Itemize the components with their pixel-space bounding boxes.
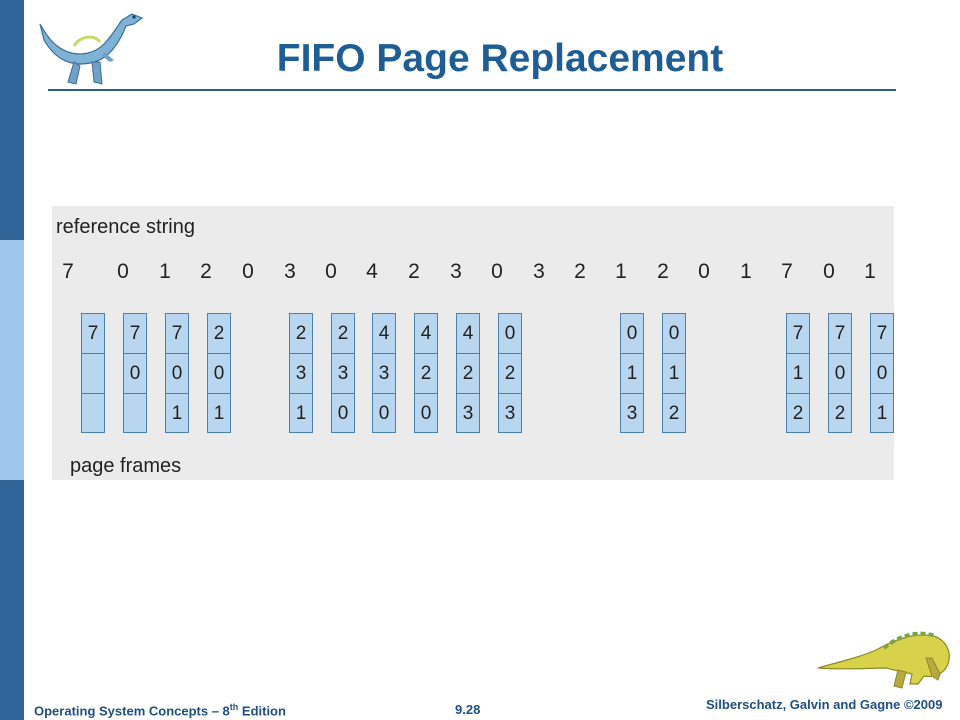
page-frame-cell: 7 <box>871 314 893 354</box>
reference-number: 7 <box>781 260 793 283</box>
page-frame-cell: 7 <box>166 314 188 354</box>
footer-page-number: 9.28 <box>455 702 481 717</box>
page-frame-cell <box>124 394 146 434</box>
sidebar-stripe-middle <box>0 240 24 480</box>
page-frame-cell: 7 <box>124 314 146 354</box>
sidebar-stripe-bottom <box>0 480 24 720</box>
page-frame-cell: 7 <box>787 314 809 354</box>
page-frame-cell: 2 <box>499 354 521 394</box>
dinosaur-icon-bottom <box>817 631 950 689</box>
page-frame-cell: 7 <box>82 314 104 354</box>
reference-number: 1 <box>864 260 876 283</box>
page-frame-cell: 0 <box>124 354 146 394</box>
page-frame-cell: 0 <box>871 354 893 394</box>
reference-number: 2 <box>657 260 669 283</box>
page-frame-cell: 2 <box>208 314 230 354</box>
page-frame-cell: 7 <box>829 314 851 354</box>
page-frame-cell: 1 <box>876 403 888 424</box>
page-frame-cell: 2 <box>457 354 479 394</box>
reference-number: 2 <box>200 260 212 283</box>
sidebar-stripe-top <box>0 0 24 240</box>
page-frames-label: page frames <box>70 455 182 477</box>
reference-number: 1 <box>615 260 627 283</box>
reference-number: 0 <box>242 260 254 283</box>
reference-number: 3 <box>533 260 545 283</box>
page-frame-cell: 3 <box>290 354 312 394</box>
reference-number: 0 <box>325 260 337 283</box>
page-frame-cell: 2 <box>415 354 437 394</box>
page-frame-cell: 1 <box>787 354 809 394</box>
reference-number: 2 <box>408 260 420 283</box>
reference-string-label: reference string <box>56 216 195 238</box>
reference-number: 1 <box>740 260 752 283</box>
reference-number: 7 <box>62 260 74 283</box>
page-frame-cell: 4 <box>415 314 437 354</box>
page-frame-column: 7 <box>81 313 105 433</box>
page-frame-cell: 2 <box>668 403 680 424</box>
page-frame-cell: 1 <box>171 403 183 424</box>
page-frame-cell: 1 <box>663 354 685 394</box>
page-frame-cell: 3 <box>504 403 516 424</box>
page-frame-cell: 1 <box>295 403 307 424</box>
page-frame-cell: 1 <box>621 354 643 394</box>
footer-right: Silberschatz, Galvin and Gagne ©2009 <box>706 697 943 712</box>
page-frame-cell: 0 <box>420 403 432 424</box>
page-frame-cell: 0 <box>208 354 230 394</box>
page-frame-cell: 4 <box>373 314 395 354</box>
page-frame-cell: 4 <box>457 314 479 354</box>
dinosaur-icon-top <box>39 13 144 85</box>
page-frame-cell: 0 <box>499 314 521 354</box>
page-frame-cell: 3 <box>332 354 354 394</box>
page-frame-cell: 0 <box>166 354 188 394</box>
page-frame-cell: 0 <box>621 314 643 354</box>
page-frame-cell <box>82 354 104 394</box>
page-frame-cell: 1 <box>213 403 225 424</box>
page-frame-cell: 2 <box>290 314 312 354</box>
reference-number: 0 <box>698 260 710 283</box>
page-frame-cell: 3 <box>626 403 638 424</box>
reference-number: 2 <box>574 260 586 283</box>
page-frame-cell <box>82 394 104 434</box>
reference-number: 0 <box>491 260 503 283</box>
page-frame-cell: 0 <box>829 354 851 394</box>
reference-number: 0 <box>117 260 129 283</box>
page-frame-cell: 0 <box>337 403 349 424</box>
page-frame-cell: 0 <box>663 314 685 354</box>
page-title: FIFO Page Replacement <box>276 37 724 80</box>
reference-number: 3 <box>284 260 296 283</box>
reference-number: 4 <box>366 260 378 283</box>
page-frame-cell: 3 <box>373 354 395 394</box>
reference-number: 1 <box>159 260 171 283</box>
title-divider <box>48 89 896 91</box>
footer-left: Operating System Concepts – 8th Edition <box>34 702 286 719</box>
page-frame-cell: 2 <box>332 314 354 354</box>
reference-number: 3 <box>450 260 462 283</box>
reference-number: 0 <box>823 260 835 283</box>
page-frame-cell: 2 <box>792 403 804 424</box>
page-frame-cell: 3 <box>462 403 474 424</box>
page-frame-cell: 2 <box>834 403 846 424</box>
page-frame-cell: 0 <box>378 403 390 424</box>
